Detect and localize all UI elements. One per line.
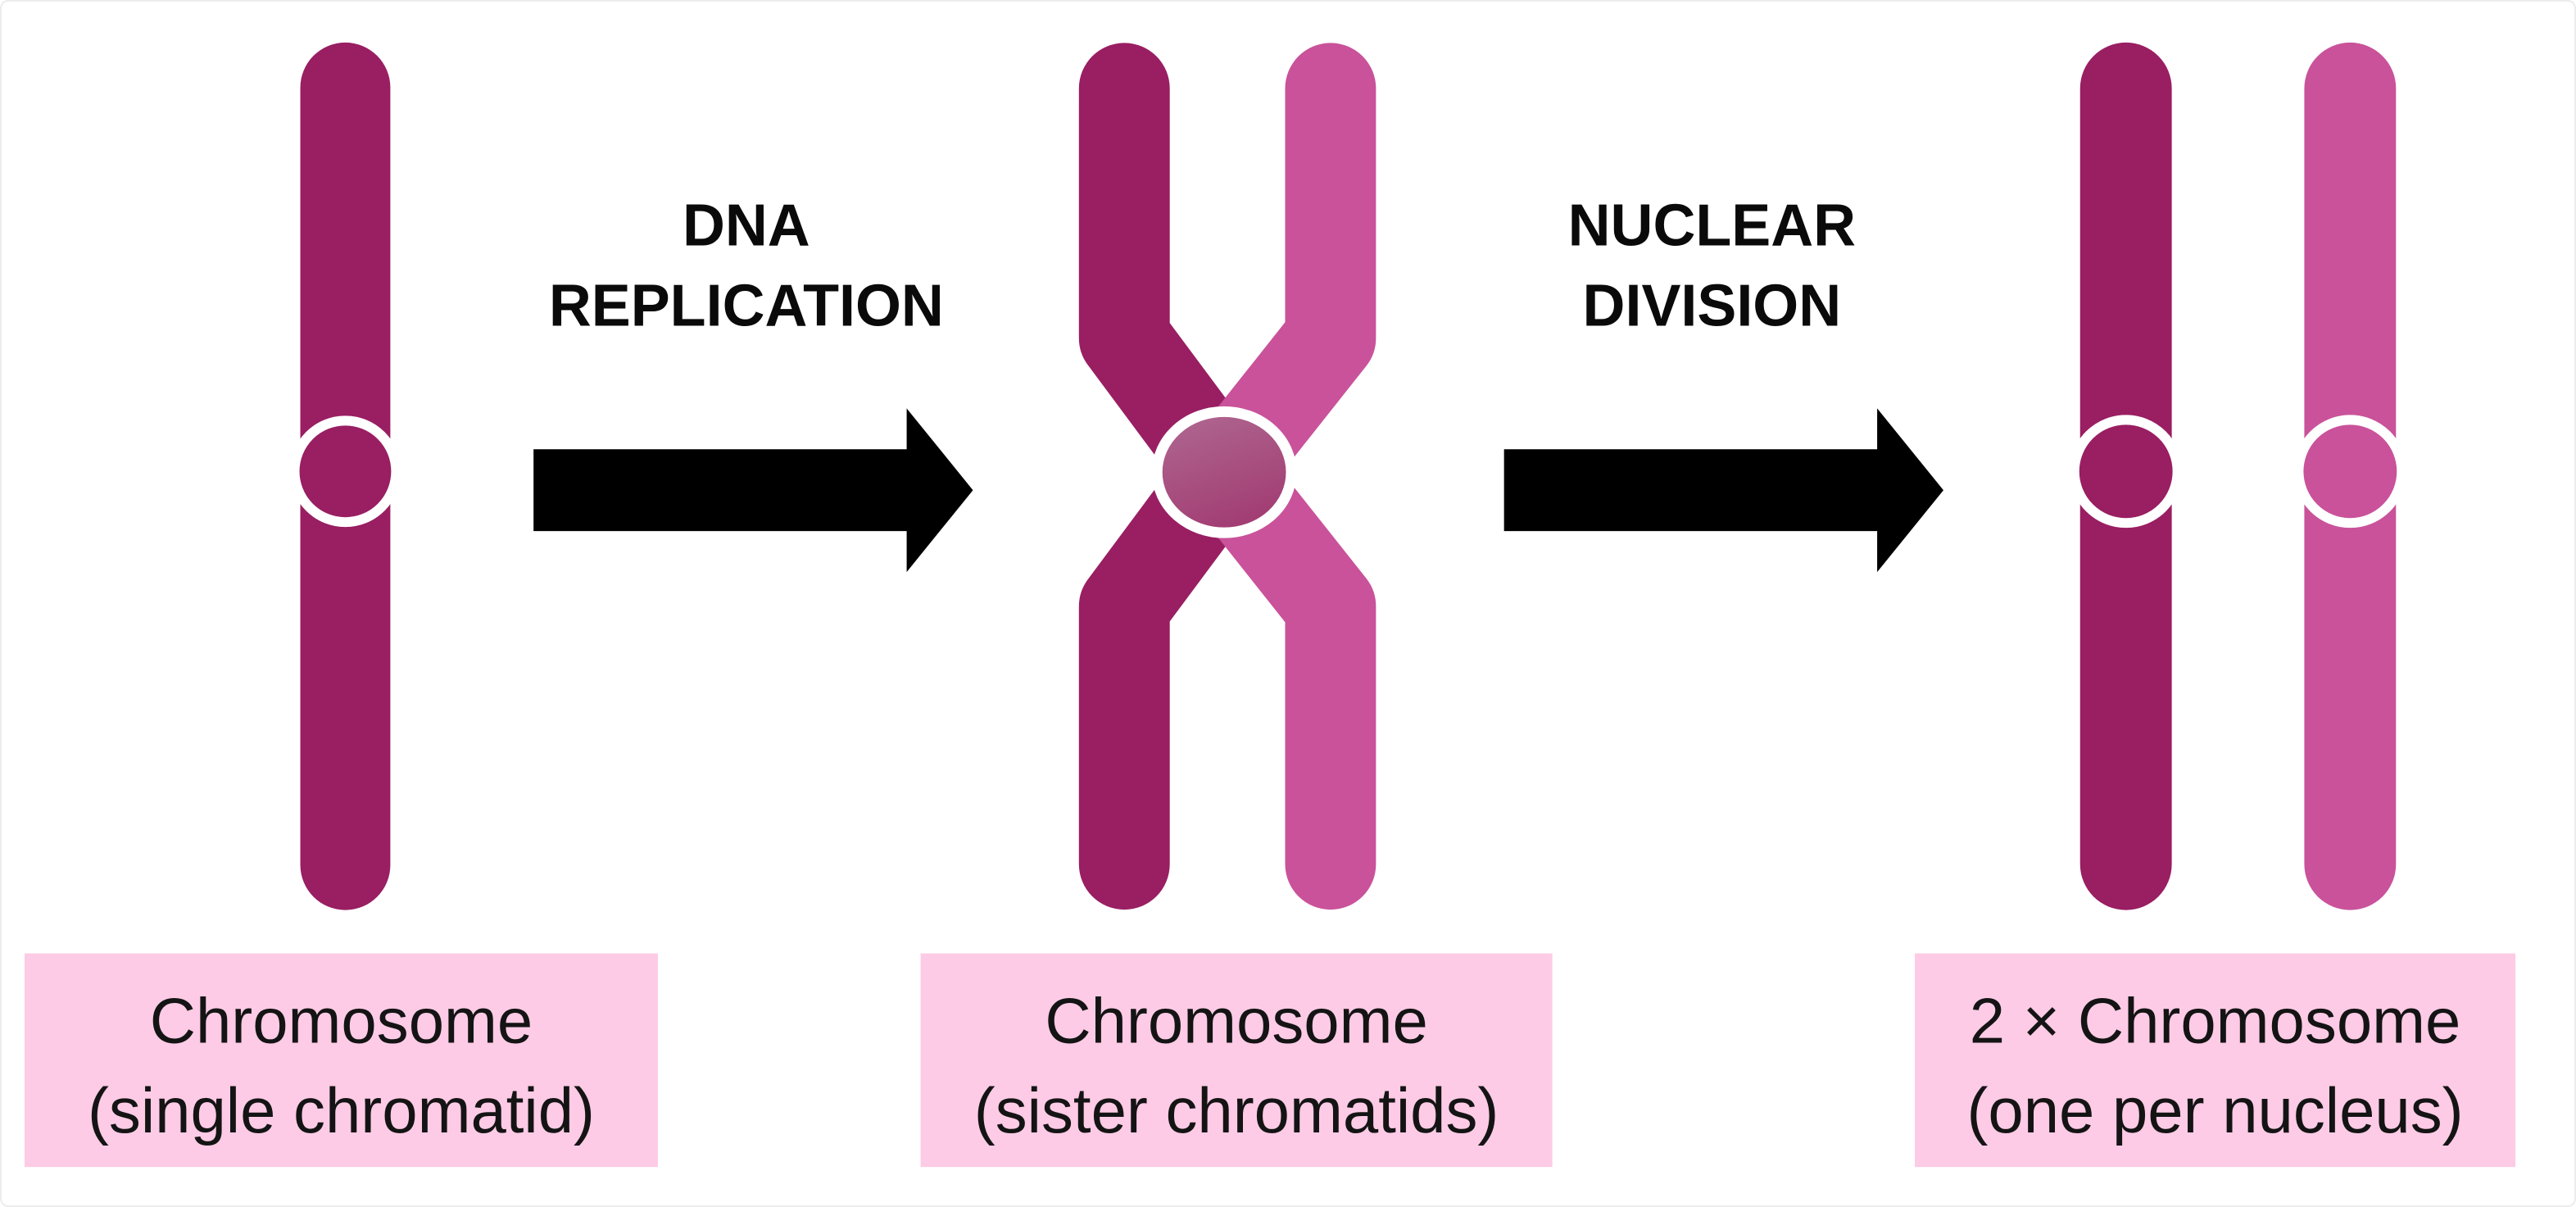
stage-label-divided-box	[1915, 953, 2516, 1168]
divided-chromosome-light	[2293, 42, 2407, 910]
nuclear-division-label-line1: NUCLEAR	[1568, 193, 1856, 259]
stage-label-sister: Chromosome (sister chromatids)	[920, 953, 1553, 1168]
stage-label-divided-line2: (one per nucleus)	[1966, 1074, 2463, 1146]
chromosome-single	[289, 42, 401, 910]
stage-label-single-box	[24, 953, 658, 1168]
stage-label-divided: 2 × Chromosome (one per nucleus)	[1915, 953, 2516, 1168]
nuclear-division-label-line2: DIVISION	[1583, 273, 1842, 338]
dna-replication-label-line2: REPLICATION	[549, 273, 944, 338]
process-dna-replication: DNA REPLICATION	[533, 193, 973, 573]
stage-label-single: Chromosome (single chromatid)	[24, 953, 658, 1168]
process-nuclear-division: NUCLEAR DIVISION	[1503, 193, 1943, 573]
stage-label-sister-box	[920, 953, 1553, 1168]
chromosome-single-centromere	[289, 415, 401, 528]
chromosome-pair-divided	[2069, 42, 2407, 910]
stage-label-divided-line1: 2 × Chromosome	[1970, 984, 2461, 1056]
stage-label-single-line2: (single chromatid)	[88, 1074, 595, 1146]
stage-label-single-line1: Chromosome	[150, 984, 533, 1056]
divided-chromosome-light-centromere	[2293, 415, 2407, 529]
divided-chromosome-dark	[2069, 42, 2183, 910]
stage-label-sister-line1: Chromosome	[1045, 984, 1428, 1056]
divided-chromosome-dark-centromere	[2069, 415, 2183, 529]
chromosome-sister	[1078, 43, 1376, 910]
chromosome-sister-centromere	[1151, 406, 1297, 538]
dna-replication-label-line1: DNA	[683, 193, 810, 259]
right-arrow-icon	[1503, 408, 1943, 573]
stage-label-sister-line2: (sister chromatids)	[974, 1074, 1499, 1146]
right-arrow-icon	[533, 408, 973, 573]
